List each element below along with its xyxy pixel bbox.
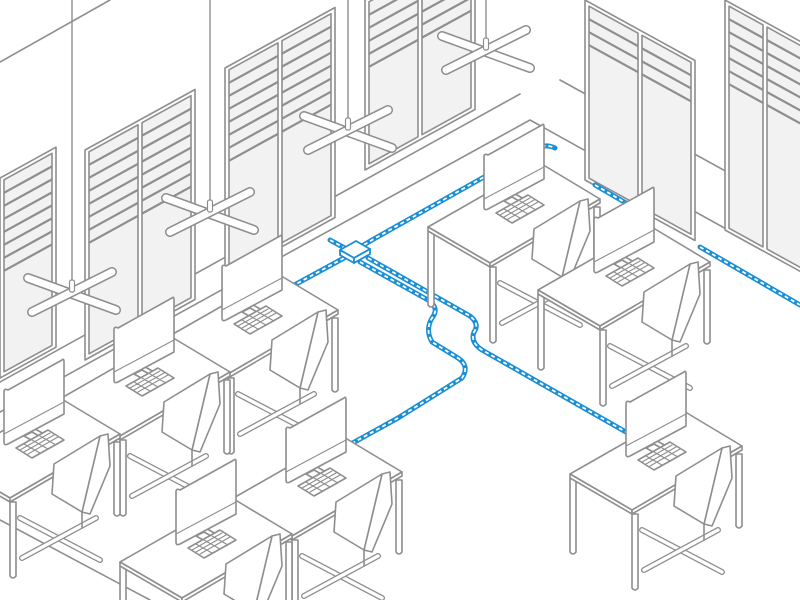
cable-4 — [697, 244, 800, 308]
window-2 — [84, 88, 196, 361]
workstation[interactable] — [570, 371, 742, 590]
ceiling-fans — [23, 0, 535, 317]
window-1 — [0, 146, 57, 379]
window-3 — [224, 6, 336, 279]
cable-9 — [357, 259, 468, 421]
ceiling-light-4 — [437, 0, 535, 75]
network-hub[interactable] — [339, 240, 371, 264]
wall-floor-edge — [0, 119, 800, 413]
ceiling-light-2 — [161, 0, 259, 237]
ceiling-edge-left — [0, 0, 111, 63]
ceiling-light-1 — [23, 0, 121, 317]
window-5 — [584, 0, 696, 242]
window-6 — [724, 0, 800, 273]
cable-12 — [365, 255, 643, 443]
ceiling-light-3 — [299, 0, 397, 155]
